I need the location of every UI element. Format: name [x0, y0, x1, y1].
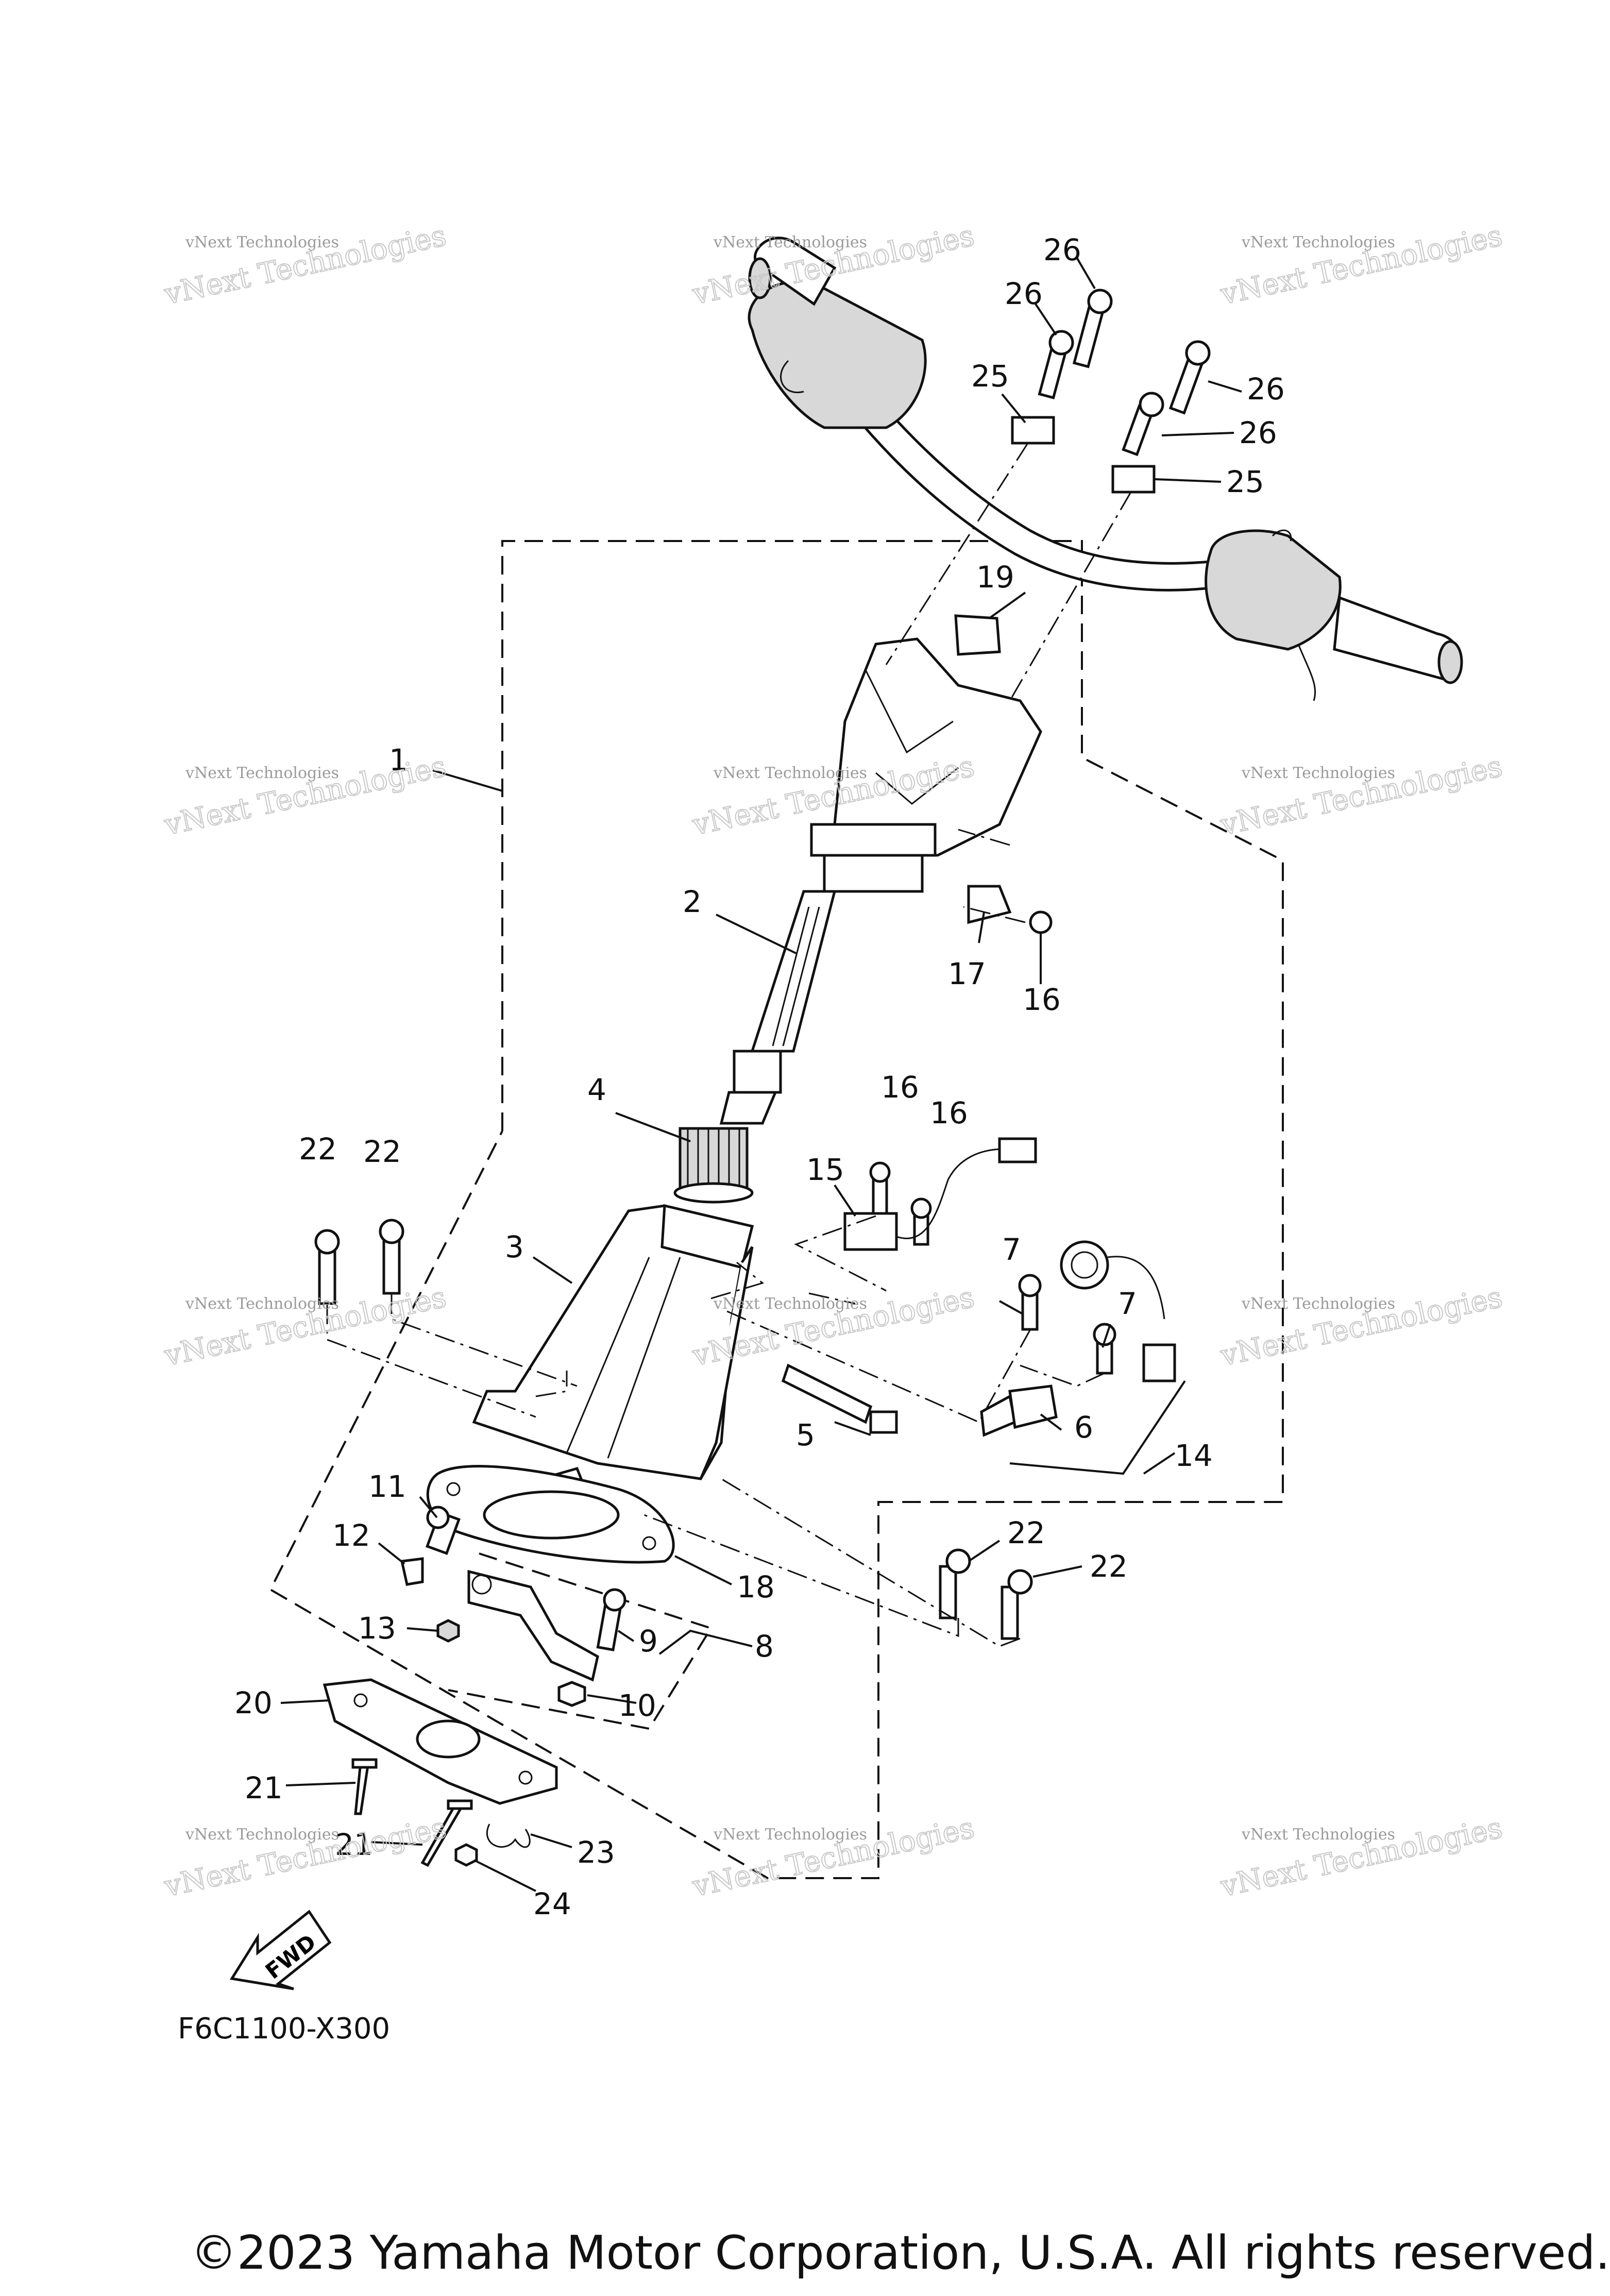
callout-22b: 22 [363, 1134, 401, 1169]
callout-25a: 25 [971, 359, 1009, 394]
rivets-and-clips [351, 1758, 531, 1867]
svg-text:vNext Technologies: vNext Technologies [161, 1811, 449, 1903]
callout-16a: 16 [1023, 982, 1061, 1017]
callout-15: 15 [806, 1152, 844, 1187]
callout-26a: 26 [1043, 232, 1081, 267]
svg-text:vNext Technologies: vNext Technologies [1241, 233, 1395, 251]
svg-text:vNext Technologies: vNext Technologies [713, 1826, 867, 1844]
svg-text:vNext Technologies: vNext Technologies [1241, 764, 1395, 782]
callout-7a: 7 [1002, 1232, 1021, 1267]
svg-text:vNext Technologies: vNext Technologies [185, 764, 339, 782]
callout-23: 23 [577, 1835, 615, 1870]
svg-text:vNext Technologies: vNext Technologies [161, 1280, 449, 1373]
copyright-notice: ©2023 Yamaha Motor Corporation, U.S.A. A… [191, 2226, 1610, 2280]
callout-26b: 26 [1005, 276, 1043, 311]
callout-20: 20 [234, 1685, 273, 1720]
callout-26d: 26 [1239, 415, 1277, 450]
svg-text:vNext Technologies: vNext Technologies [161, 219, 449, 311]
callout-22a: 22 [299, 1132, 337, 1167]
svg-text:vNext Technologies: vNext Technologies [713, 233, 867, 251]
callout-6: 6 [1074, 1410, 1093, 1445]
callout-labels: 1 2 3 4 5 6 7 7 8 9 10 11 12 13 14 15 16… [234, 232, 1285, 1921]
steering-column [719, 637, 1042, 1125]
callout-11: 11 [368, 1469, 406, 1504]
fwd-arrow-icon: FWD [229, 1910, 332, 1990]
part-8-bracket [467, 1569, 599, 1682]
svg-text:vNext Technologies: vNext Technologies [1217, 1280, 1505, 1373]
callout-9: 9 [639, 1624, 658, 1659]
part-4-bushing [673, 1127, 754, 1204]
callout-26c: 26 [1247, 372, 1285, 407]
svg-text:vNext Technologies: vNext Technologies [1217, 750, 1505, 842]
callout-24: 24 [533, 1886, 571, 1921]
svg-text:vNext Technologies: vNext Technologies [713, 764, 867, 782]
svg-text:vNext Technologies: vNext Technologies [713, 1295, 867, 1313]
callout-4: 4 [587, 1072, 606, 1107]
svg-text:vNext Technologies: vNext Technologies [1241, 1295, 1395, 1313]
part-18-gasket [426, 1465, 675, 1564]
callout-19: 19 [976, 560, 1014, 595]
svg-text:vNext Technologies: vNext Technologies [185, 1295, 339, 1313]
svg-text:vNext Technologies: vNext Technologies [1217, 219, 1505, 311]
callout-12: 12 [332, 1518, 370, 1553]
callout-2: 2 [683, 884, 702, 919]
handlebar [748, 237, 1463, 701]
callout-16c: 16 [930, 1095, 968, 1130]
callout-3: 3 [505, 1229, 524, 1264]
callout-17: 17 [948, 956, 986, 991]
callout-16b: 16 [881, 1070, 919, 1105]
callout-21b: 21 [335, 1827, 373, 1862]
svg-text:vNext Technologies: vNext Technologies [161, 750, 449, 842]
svg-text:vNext Technologies: vNext Technologies [185, 233, 339, 251]
callout-5: 5 [796, 1417, 815, 1453]
assembly-boundary [269, 540, 1284, 1879]
part-20-plate [323, 1678, 558, 1805]
callout-10: 10 [618, 1688, 656, 1723]
callout-1: 1 [389, 742, 408, 778]
callout-21a: 21 [245, 1770, 283, 1805]
callout-25b: 25 [1226, 464, 1264, 499]
svg-text:vNext Technologies: vNext Technologies [185, 1826, 339, 1844]
svg-text:vNext Technologies: vNext Technologies [1217, 1811, 1505, 1903]
watermarks: vNext Technologies vNext Technologies vNe… [161, 218, 1506, 1904]
subassembly-8-boundary [448, 1552, 713, 1730]
assembly-guides [326, 443, 1132, 1647]
callout-8: 8 [755, 1629, 774, 1664]
diagram-part-code: F6C1100-X300 [178, 2012, 391, 2046]
callout-22c: 22 [1007, 1515, 1045, 1550]
svg-text:vNext Technologies: vNext Technologies [1241, 1826, 1395, 1844]
callout-7b: 7 [1118, 1286, 1137, 1321]
callout-14: 14 [1175, 1438, 1213, 1473]
callout-18: 18 [737, 1569, 775, 1605]
callout-22d: 22 [1090, 1549, 1128, 1584]
leader-lines [280, 257, 1242, 1892]
part-19 [954, 614, 1001, 656]
callout-13: 13 [358, 1611, 396, 1646]
